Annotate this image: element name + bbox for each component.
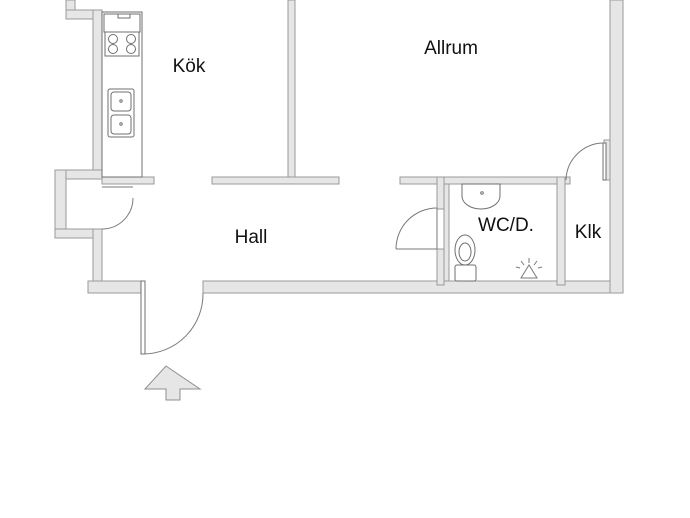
- room-label-bathroom: WC/D.: [478, 215, 534, 236]
- sink-icon: [107, 88, 135, 138]
- room-label-living: Allrum: [424, 38, 478, 59]
- wall-bathroom-left-lower: [436, 248, 445, 286]
- kitchen-counter: [101, 11, 143, 178]
- niche-door: [101, 186, 134, 230]
- closet-door: [565, 142, 607, 181]
- wall-hall-top-left: [101, 176, 155, 185]
- bathroom-door: [395, 207, 438, 250]
- wall-hall-top-right: [399, 176, 571, 185]
- wall-hall-top-mid: [211, 176, 340, 185]
- doors: [101, 142, 607, 355]
- stove-icon: [103, 13, 141, 57]
- toilet-icon: [454, 234, 477, 282]
- wall-niche-left: [54, 169, 67, 239]
- sink-icon: [461, 183, 501, 210]
- entrance-door: [140, 280, 204, 355]
- ceiling-light-icon: [515, 258, 543, 279]
- room-labels: Kök Allrum Hall WC/D. Klk: [173, 38, 602, 248]
- wall-bathroom-right: [556, 176, 566, 286]
- bathroom-fixtures: [454, 183, 543, 282]
- room-label-kitchen: Kök: [173, 56, 206, 77]
- walls: [54, 0, 624, 294]
- wall-kitchen-living: [287, 0, 296, 184]
- wall-bathroom-inner-left: [443, 183, 450, 282]
- wall-bathroom-left: [436, 176, 445, 210]
- wall-right: [609, 0, 624, 294]
- wall-bottom-left: [87, 280, 143, 294]
- entrance-arrow-icon: [143, 365, 202, 401]
- room-label-hall: Hall: [235, 227, 268, 248]
- room-label-closet: Klk: [575, 222, 602, 243]
- wall-kitchen-left: [92, 9, 103, 174]
